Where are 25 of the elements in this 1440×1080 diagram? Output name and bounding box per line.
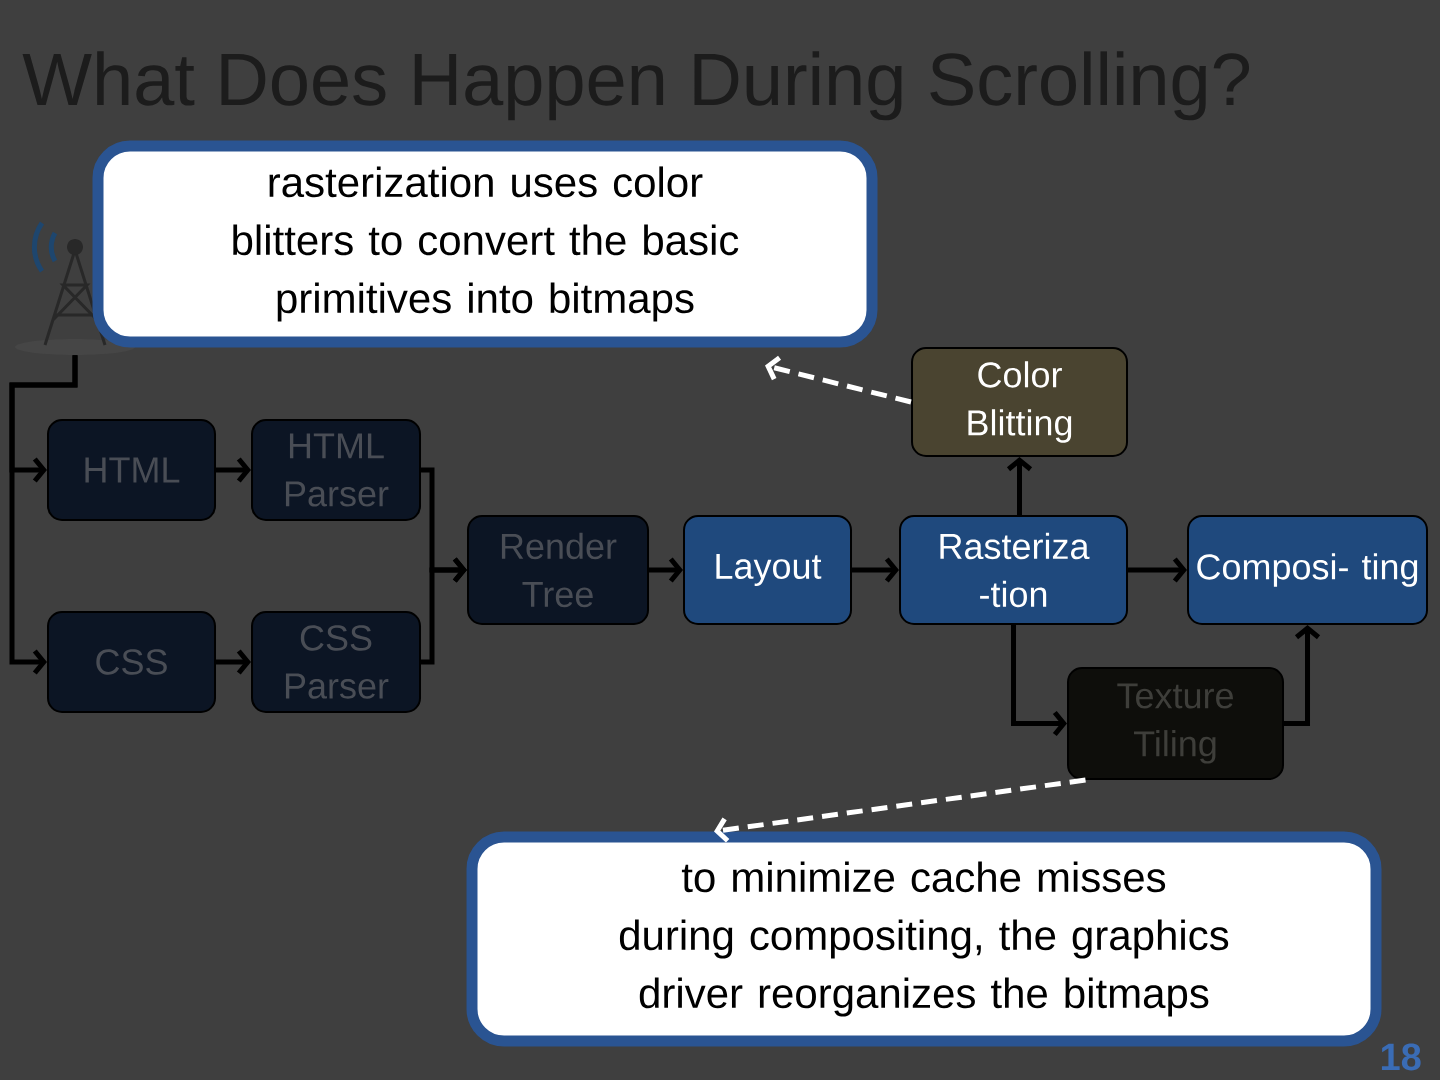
arrow	[421, 557, 467, 665]
arrow	[852, 557, 899, 583]
arrow	[1128, 557, 1187, 583]
arrow	[714, 777, 1086, 843]
callout-box: rasterization uses color blitters to convert the basic primitives into bitmaps	[92, 140, 878, 348]
flow-box: Layout	[683, 515, 852, 625]
flow-box: HTML	[47, 419, 216, 521]
radio-tower-drawing	[15, 220, 135, 355]
arrow	[216, 649, 251, 675]
flow-box: CSS	[47, 611, 216, 713]
flow-box: Render Tree	[467, 515, 649, 625]
flow-box: HTML Parser	[251, 419, 421, 521]
arrow	[216, 457, 251, 483]
flow-box: Color Blitting	[911, 347, 1128, 457]
flow-box: Rasteriza -tion	[899, 515, 1128, 625]
arrow	[1011, 625, 1067, 737]
arrow	[765, 355, 912, 405]
arrow	[1006, 457, 1033, 515]
arrow	[649, 557, 683, 583]
arrow	[1284, 625, 1321, 726]
flow-box: Composi- ting	[1187, 515, 1428, 625]
arrow	[9, 355, 78, 675]
page-number: 18	[1381, 1043, 1421, 1071]
callout-box: to minimize cache misses during compositing, the graphics driver reorganizes the bitmaps	[466, 831, 1382, 1047]
flow-box: CSS Parser	[251, 611, 421, 713]
